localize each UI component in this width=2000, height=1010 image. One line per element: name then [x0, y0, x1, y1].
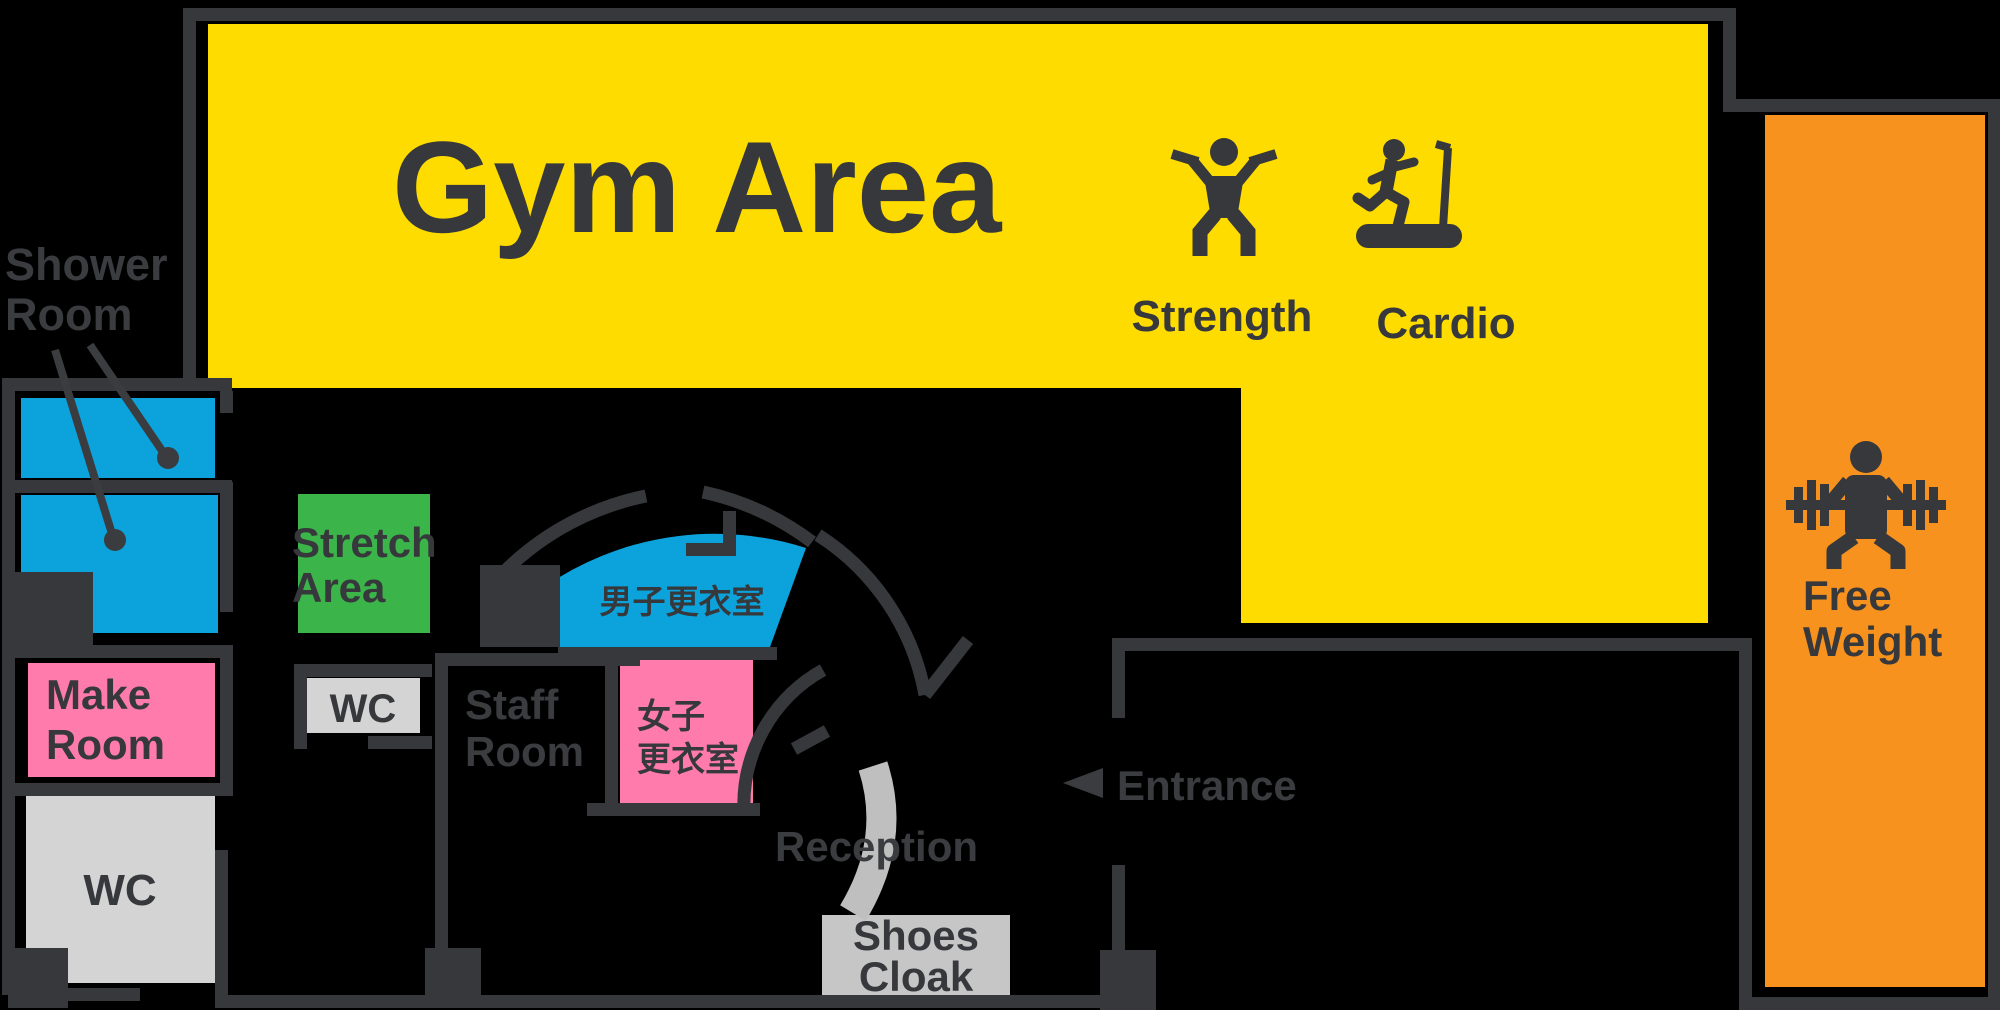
leader-dot-shower2: [104, 529, 126, 551]
womens-locker-label-line2: 更衣室: [637, 740, 739, 779]
leader-line-shower2: [51, 348, 117, 539]
wall-col-a: [220, 391, 233, 413]
rooms: [21, 24, 1985, 1002]
wc-small-room: [306, 678, 420, 733]
wall-womens-left: [605, 657, 618, 810]
curved-walls: [501, 485, 974, 813]
leader-line-shower1: [86, 342, 169, 458]
shower-room-leaders: [51, 342, 179, 551]
shower-room-label-line2: Room: [5, 289, 133, 340]
entrance-arrow-icon: [1063, 768, 1103, 798]
wall-shower2-notch: [9, 572, 93, 645]
wall-top: [183, 8, 1736, 21]
gym-area-label: Gym Area: [392, 114, 1003, 260]
wall-right: [1988, 99, 2000, 1010]
wall-staff-left: [435, 653, 448, 950]
shoes-cloak-label-line2: Cloak: [859, 953, 974, 1000]
womens-locker-label-line1: 女子: [637, 697, 705, 736]
reception-desk: [840, 761, 897, 921]
wall-arc-outer-hook: [919, 635, 974, 700]
wall-corridor-top: [1112, 638, 1752, 651]
stretch-area-label-line2: Area: [292, 564, 386, 611]
free-weight-room: [1765, 115, 1985, 987]
wall-gym-left: [183, 8, 196, 390]
stretch-area-label-line1: Stretch: [292, 519, 437, 566]
wall-wcsmall-left: [294, 664, 307, 749]
wall-pillar-locker: [480, 565, 560, 647]
wall-wc-bottom: [15, 988, 140, 1001]
stretch-area-room: [298, 494, 430, 633]
cardio-label: Cardio: [1376, 299, 1515, 348]
wall-between-showers: [15, 480, 232, 493]
free-weight-label-line1: Free: [1803, 572, 1892, 619]
reception-label: Reception: [775, 823, 978, 870]
mens-locker-room: [558, 533, 806, 647]
wall-under-shower2: [9, 645, 233, 658]
leader-dot-shower1: [157, 447, 179, 469]
shower-room-label-line1: Shower: [5, 239, 168, 290]
wall-arc-locker-right: [701, 485, 816, 548]
wall-wcsmall-bottom: [368, 736, 432, 749]
staff-room-label-line1: Staff: [465, 681, 559, 728]
wall-arc-outer: [814, 529, 932, 697]
wall-door-hook-horiz: [686, 543, 736, 556]
strength-label: Strength: [1132, 292, 1313, 341]
cardio-icon: [1352, 139, 1462, 248]
make-room-label-line2: Room: [46, 721, 165, 768]
shower-room-1: [21, 398, 215, 478]
wall-topright-vert: [1723, 8, 1736, 112]
wall-wc-right: [215, 850, 228, 1008]
wall-arc-locker-left: [501, 489, 648, 575]
wall-col-b: [220, 482, 233, 612]
strength-icon: [1170, 138, 1278, 256]
make-room: [28, 663, 215, 777]
wall-pillar-entrance: [1100, 950, 1156, 1010]
wall-arc-reception-stub: [790, 725, 831, 755]
staff-room-label-line2: Room: [465, 728, 584, 775]
wc-small-label: WC: [330, 687, 397, 731]
wall-arc-reception: [737, 664, 827, 813]
wall-under-makeroom: [15, 783, 233, 796]
wc-large-label: WC: [83, 866, 156, 915]
free-weight-icon: [1786, 441, 1946, 569]
wall-col-c: [220, 645, 233, 796]
free-weight-label-line2: Weight: [1803, 618, 1942, 665]
wall-left: [2, 378, 15, 995]
entrance-label: Entrance: [1117, 762, 1297, 809]
mens-locker-label: 男子更衣室: [600, 583, 765, 620]
wall-pillar-staff: [425, 948, 481, 1008]
wall-wcsmall-top: [294, 664, 432, 677]
wall-corridor-stub-upper: [1112, 638, 1125, 718]
gym-area-room: [208, 24, 1708, 623]
make-room-label-line1: Make: [46, 671, 151, 718]
wall-freeweight-bottom: [1739, 997, 2000, 1010]
wall-freeweight-left: [1739, 638, 1752, 1010]
shoes-cloak-room: [822, 915, 1010, 1002]
wall-topright-horiz: [1723, 99, 2000, 112]
wall-corridor-stub-lower: [1112, 865, 1125, 953]
shoes-cloak-label-line1: Shoes: [853, 912, 979, 959]
wall-womens-bottom: [587, 803, 760, 816]
shower-room-2: [21, 495, 218, 633]
womens-locker-room: [620, 657, 753, 803]
wall-mens-bottom: [558, 647, 777, 660]
